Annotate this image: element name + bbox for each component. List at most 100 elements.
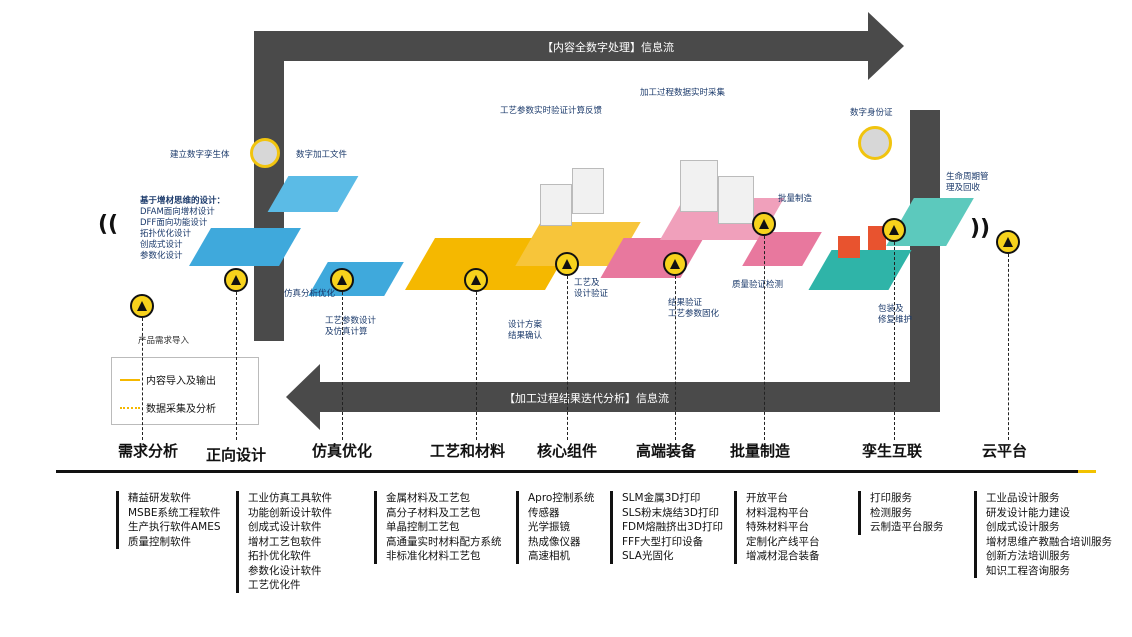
stage-high-end-equipment: 高端装备	[636, 442, 697, 460]
connector-line	[675, 276, 676, 440]
digital-id-badge-icon	[858, 126, 892, 160]
column-platforms: 开放平台 材料混构平台 特殊材料平台 定制化产线平台 增减材混合装备	[734, 491, 820, 564]
list-item: 高分子材料及工艺包	[386, 506, 481, 519]
list-item: 光学振镜	[528, 521, 570, 533]
stage-simulation: 仿真优化	[312, 442, 373, 460]
design-item: DFF面向功能设计	[140, 218, 208, 228]
design-item: 创成式设计	[140, 240, 183, 250]
logo-node-icon	[752, 212, 776, 236]
logo-node-icon	[464, 268, 488, 292]
product-block	[838, 236, 860, 258]
label-process-feedback: 工艺参数实时验证计算反馈	[500, 106, 603, 116]
stage-demand-analysis: 需求分析	[118, 442, 179, 460]
product-block-2	[868, 226, 886, 250]
stage-process-material: 工艺和材料	[430, 442, 506, 460]
list-item: 精益研发软件	[128, 492, 191, 504]
label-process-design: 工艺参数设计 及仿真计算	[325, 316, 376, 338]
list-item: 材料混构平台	[746, 506, 809, 519]
stage-twin-connect: 孪生互联	[862, 442, 923, 460]
label-line: 工艺参数设计	[325, 316, 377, 326]
legend-dotted-label: 数据采集及分析	[146, 404, 216, 415]
list-item: 单晶控制工艺包	[386, 521, 460, 533]
list-item: 创新方法培训服务	[986, 550, 1070, 562]
column-services: 打印服务 检测服务 云制造平台服务	[858, 491, 944, 535]
stage-batch-manufacture: 批量制造	[730, 442, 791, 460]
legend-solid-label: 内容导入及输出	[146, 376, 216, 387]
list-item: 传感器	[528, 506, 560, 519]
list-item: 工业品设计服务	[986, 492, 1060, 504]
wifi-left-icon: ((	[98, 212, 119, 237]
label-line: 结果验证	[668, 298, 703, 308]
connector-line	[764, 236, 765, 440]
list-item: 研发设计能力建设	[986, 506, 1070, 519]
design-item: DFAM面向增材设计	[140, 207, 215, 217]
logo-node-icon	[996, 230, 1020, 254]
list-item: 检测服务	[870, 506, 912, 519]
list-item: 知识工程咨询服务	[986, 564, 1070, 577]
list-item: 定制化产线平台	[746, 535, 820, 548]
logo-node-icon	[130, 294, 154, 318]
legend-dotted-row: 数据采集及分析	[120, 400, 216, 415]
top-flow-corner	[254, 31, 284, 341]
connector-line	[142, 318, 143, 440]
column-equipment: SLM金属3D打印 SLS粉末烧结3D打印 FDM熔融挤出3D打印 FFF大型打…	[610, 491, 723, 564]
label-line: 工艺及	[574, 278, 600, 288]
divider-accent	[1078, 470, 1096, 473]
logo-node-icon	[882, 218, 906, 242]
label-batch-manufacture: 批量制造	[778, 194, 813, 204]
stage-cloud-platform: 云平台	[982, 442, 1028, 460]
label-line: 设计方案	[508, 320, 543, 330]
list-item: 高速相机	[528, 550, 570, 562]
list-item: 创成式设计服务	[986, 521, 1060, 533]
list-item: 特殊材料平台	[746, 521, 809, 533]
list-item: 工业仿真工具软件	[248, 492, 332, 504]
logo-node-icon	[330, 268, 354, 292]
label-process-verify: 工艺及 设计验证	[574, 278, 608, 300]
list-item: 热成像仪器	[528, 535, 581, 548]
label-line: 及仿真计算	[325, 327, 368, 337]
label-demand-import: 产品需求导入	[138, 336, 190, 346]
connector-line	[236, 292, 237, 440]
connector-line	[1008, 254, 1009, 440]
list-item: 增材思维产教融合培训服务	[986, 535, 1112, 548]
divider-rule	[56, 470, 1096, 473]
legend-dotted-line	[120, 406, 140, 409]
list-item: SLS粉末烧结3D打印	[622, 506, 719, 519]
list-item: SLA光固化	[622, 550, 674, 562]
label-line: 工艺参数固化	[668, 309, 720, 319]
top-flow-band	[254, 31, 870, 61]
design-method-list: 基于增材思维的设计： DFAM面向增材设计 DFF面向功能设计 拓扑优化设计 创…	[140, 196, 225, 262]
bottom-flow-band	[318, 382, 940, 412]
list-item: 拓扑优化软件	[248, 550, 311, 562]
list-item: 功能创新设计软件	[248, 506, 332, 519]
label-digital-twin: 建立数字孪生体	[170, 150, 230, 160]
right-flow-band	[910, 110, 940, 412]
design-item: 拓扑优化设计	[140, 229, 192, 239]
top-flow-label: 【内容全数字处理】信息流	[542, 41, 674, 54]
connector-line	[567, 276, 568, 440]
wifi-right-icon: ))	[970, 216, 991, 241]
label-result-verify: 结果验证 工艺参数固化	[668, 298, 719, 320]
label-line: 修复维护	[878, 315, 913, 325]
label-line: 结果确认	[508, 331, 543, 341]
list-item: 增减材混合装备	[746, 550, 820, 562]
bottom-flow-arrowhead	[286, 364, 320, 430]
logo-node-icon	[224, 268, 248, 292]
twin-platform	[808, 250, 912, 290]
list-item: MSBE系统工程软件	[128, 506, 221, 519]
label-design-confirm: 设计方案 结果确认	[508, 320, 542, 342]
list-item: 非标准化材料工艺包	[386, 550, 481, 562]
list-item: 工艺优化件	[248, 579, 301, 591]
list-item: 创成式设计软件	[248, 521, 322, 533]
stage-core-components: 核心组件	[537, 442, 598, 460]
label-quality-check: 质量验证检测	[732, 280, 784, 290]
list-item: 质量控制软件	[128, 535, 191, 548]
list-item: 云制造平台服务	[870, 521, 944, 533]
logo-node-icon	[555, 252, 579, 276]
top-flow-arrowhead	[868, 12, 904, 80]
list-item: 高通量实时材料配方系统	[386, 535, 502, 548]
list-item: FDM熔融挤出3D打印	[622, 521, 723, 533]
list-item: 打印服务	[870, 492, 912, 504]
label-digital-file: 数字加工文件	[296, 150, 348, 160]
label-line: 包装及	[878, 304, 904, 314]
